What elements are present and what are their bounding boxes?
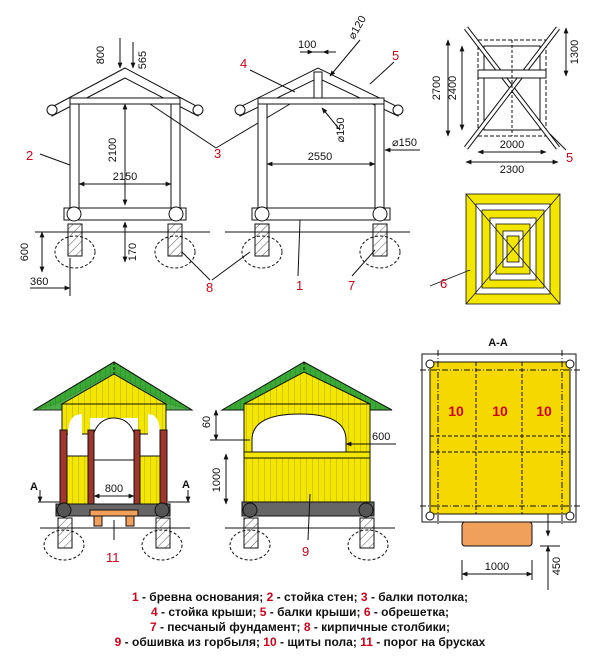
legend-line: 1 - бревна основания; 2 - стойка стен; 3… (0, 590, 600, 605)
legend-num: 4 (150, 605, 158, 619)
dim-360: 360 (30, 276, 48, 288)
callout-7: 7 (348, 278, 355, 293)
dim-d120: ⌀120 (346, 14, 369, 42)
callout-1: 1 (296, 278, 303, 293)
legend-num: 3 (360, 590, 368, 604)
floor-panel-2: 10 (492, 403, 508, 419)
lathing-view (429, 193, 561, 305)
section-aa-view (420, 350, 580, 590)
dim-600-window: 600 (372, 431, 390, 443)
callout-3: 3 (214, 146, 221, 161)
legend-num: 6 (363, 605, 371, 619)
legend-num: 10 (263, 635, 277, 649)
dim-100: 100 (298, 39, 316, 51)
section-mark-right: А (182, 479, 190, 491)
dim-2550: 2550 (308, 151, 332, 163)
dim-600: 600 (19, 243, 31, 261)
section-title: А-А (488, 337, 508, 349)
dim-800: 800 (95, 46, 107, 64)
dim-2150: 2150 (113, 171, 137, 183)
floor-panel-3: 10 (536, 403, 552, 419)
legend-num: 11 (360, 635, 373, 649)
front-colored-view (32, 361, 194, 561)
dim-1000-wall: 1000 (211, 468, 223, 492)
legend-num: 2 (266, 590, 274, 604)
legend-num: 7 (149, 620, 157, 634)
legend-text: - стойка стен; (273, 590, 361, 604)
callout-4: 4 (240, 56, 247, 71)
callout-8: 8 (206, 280, 213, 295)
dim-1300: 1300 (569, 40, 581, 64)
legend-text: - порог на брусках (372, 635, 486, 649)
legend: 1 - бревна основания; 2 - стойка стен; 3… (0, 590, 600, 650)
dim-2000: 2000 (500, 139, 524, 151)
legend-num: 1 (131, 590, 139, 604)
legend-text: - балки крыши; (266, 605, 364, 619)
callout-11: 11 (106, 550, 120, 565)
legend-text: - щиты пола; (276, 635, 361, 649)
side-frame-view (225, 39, 420, 277)
legend-num: 8 (303, 620, 311, 634)
dim-d150-post: ⌀150 (335, 118, 347, 143)
legend-text: - обрешетка; (370, 605, 449, 619)
dim-1000-threshold: 1000 (485, 561, 509, 573)
legend-line: 9 - обшивка из горбыля; 10 - щиты пола; … (0, 635, 600, 650)
dim-565: 565 (137, 51, 149, 69)
legend-text: - бревна основания; (138, 590, 267, 604)
legend-text: - кирпичные столбики; (310, 620, 451, 634)
roof-plan-view (445, 26, 569, 165)
legend-line: 7 - песчаный фундамент; 8 - кирпичные ст… (0, 620, 600, 635)
dim-450: 450 (551, 557, 563, 575)
side-colored-view (210, 361, 396, 561)
legend-text: - обшивка из горбыля; (121, 635, 264, 649)
section-mark-left: А (30, 481, 38, 493)
dim-2700: 2700 (431, 76, 443, 100)
dim-170: 170 (127, 243, 139, 261)
legend-text: - стойка крыши; (157, 605, 260, 619)
callout-5-side: 5 (392, 48, 399, 63)
legend-num: 9 (114, 635, 122, 649)
callout-5-plan: 5 (566, 150, 573, 165)
dim-2300: 2300 (500, 164, 524, 176)
legend-line: 4 - стойка крыши; 5 - балки крыши; 6 - о… (0, 605, 600, 620)
dim-60: 60 (201, 416, 213, 428)
legend-text: - балки потолка; (367, 590, 469, 604)
dim-800-opening: 800 (105, 483, 123, 495)
dim-2400: 2400 (447, 76, 459, 100)
callout-9: 9 (302, 544, 309, 559)
legend-text: - песчаный фундамент; (156, 620, 304, 634)
dim-2100: 2100 (107, 138, 119, 162)
dim-d150-log: ⌀150 (392, 137, 417, 149)
callout-6: 6 (440, 276, 447, 291)
front-frame-view (30, 38, 291, 296)
floor-panel-1: 10 (448, 403, 464, 419)
callout-2: 2 (26, 148, 33, 163)
legend-num: 5 (259, 605, 267, 619)
